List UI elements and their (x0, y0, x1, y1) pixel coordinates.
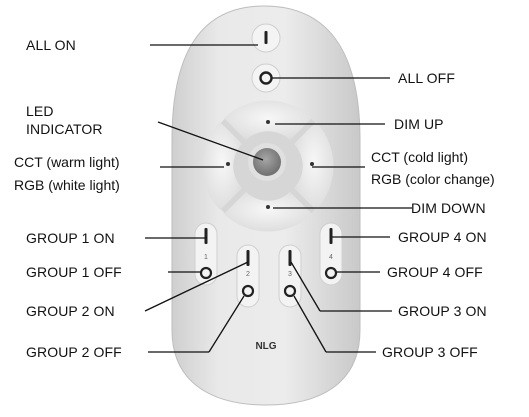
led-indicator (248, 143, 286, 181)
leader-lines (144, 44, 412, 353)
label-rgb-color: RGB (color change) (371, 171, 495, 187)
warm-white-button[interactable] (202, 122, 242, 210)
label-group2-on: GROUP 2 ON (26, 303, 115, 319)
leader-group2-off-diag (208, 295, 245, 353)
label-led-line1: LED (26, 103, 54, 119)
label-group2-off: GROUP 2 OFF (26, 344, 122, 360)
leader-group3-on (290, 261, 321, 312)
label-led-line2: INDICATOR (26, 121, 103, 137)
group-1-buttons: 1 (194, 222, 218, 286)
label-rgb-white: RGB (white light) (14, 177, 120, 193)
group-4-number: 4 (329, 254, 333, 261)
label-dim-up: DIM UP (394, 116, 444, 132)
group-4-on-button[interactable] (329, 228, 333, 244)
label-group4-off: GROUP 4 OFF (387, 264, 483, 280)
dim-down-button[interactable] (224, 192, 312, 232)
group-3-buttons: 3 (278, 244, 302, 308)
leader-group2-on (144, 261, 249, 312)
all-off-button[interactable] (251, 63, 281, 93)
group-2-on-button[interactable] (246, 250, 250, 266)
label-group1-off: GROUP 1 OFF (26, 264, 122, 280)
group-3-off-button[interactable] (283, 284, 297, 298)
label-dim-down: DIM DOWN (411, 200, 486, 216)
group-2-number: 2 (246, 271, 250, 278)
label-group4-on: GROUP 4 ON (398, 229, 487, 245)
leader-led (157, 121, 264, 161)
cold-color-button[interactable] (294, 122, 334, 210)
group-1-on-button[interactable] (204, 228, 208, 244)
group-2-off-button[interactable] (241, 284, 255, 298)
label-group3-off: GROUP 3 OFF (382, 344, 478, 360)
group-4-buttons: 4 (319, 222, 343, 286)
group-1-number: 1 (204, 254, 208, 261)
group-2-buttons: 2 (236, 244, 260, 308)
group-4-off-button[interactable] (324, 266, 338, 280)
all-on-button[interactable] (251, 23, 281, 53)
group-3-number: 3 (288, 271, 292, 278)
leader-group3-off (293, 295, 327, 353)
group-1-off-button[interactable] (199, 266, 213, 280)
brand-logo: NLG (255, 341, 276, 352)
label-all-on: ALL ON (26, 37, 76, 53)
label-all-off: ALL OFF (398, 70, 455, 86)
group-3-on-button[interactable] (288, 250, 292, 266)
label-cct-warm: CCT (warm light) (14, 154, 120, 170)
label-group3-on: GROUP 3 ON (398, 303, 487, 319)
label-group1-on: GROUP 1 ON (26, 230, 115, 246)
label-cct-cold: CCT (cold light) (371, 149, 468, 165)
